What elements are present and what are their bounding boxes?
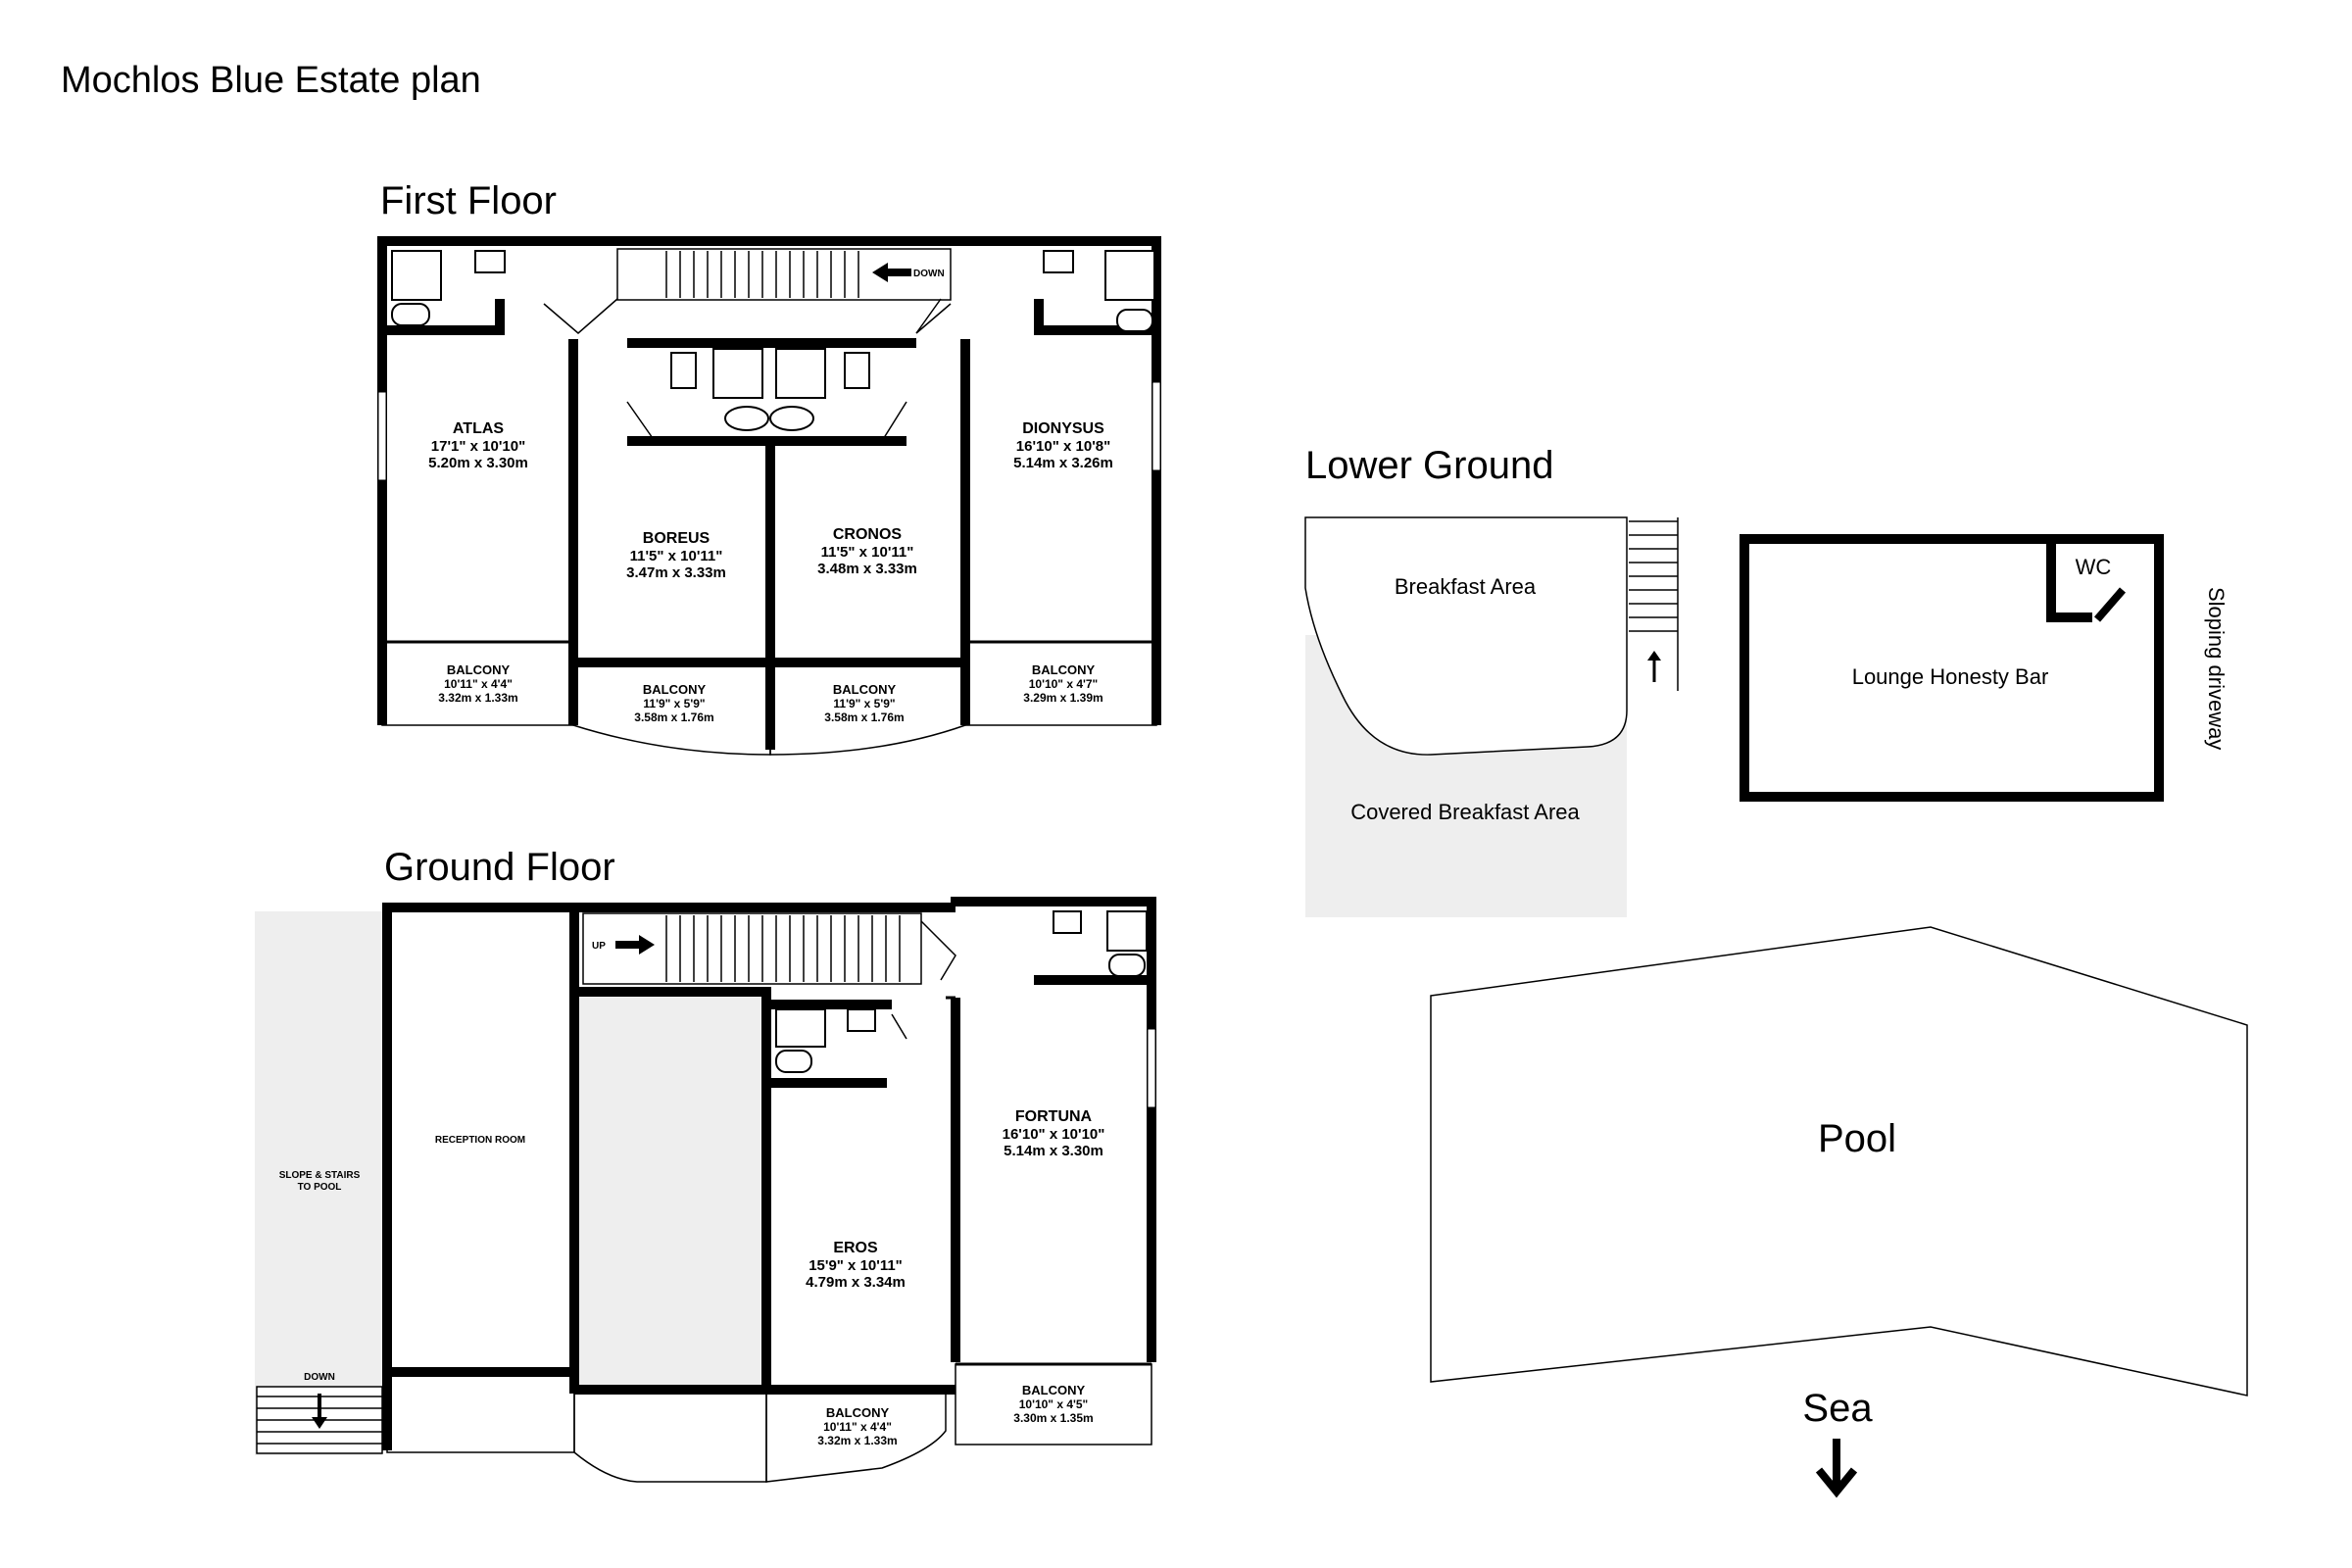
fortuna-balcony-outline xyxy=(955,1363,1152,1446)
atlas-bath-wall xyxy=(382,299,505,335)
sea-arrow-icon xyxy=(1815,1467,1858,1498)
pool-label: Pool xyxy=(1818,1117,1896,1160)
first-floor-bath-fixtures xyxy=(391,250,1155,431)
balcony-imperial-cronos: 11'9" x 5'9" xyxy=(833,697,895,710)
boreus-balcony-outline xyxy=(572,662,771,756)
wc-wall xyxy=(2046,539,2092,622)
lounge-outline xyxy=(1740,534,2164,802)
breakfast-area-label: Breakfast Area xyxy=(1395,574,1537,599)
first-floor-stairs: DOWN xyxy=(616,248,952,301)
down-arrow-icon xyxy=(872,263,888,282)
balcony-imperial-eros: 10'11" x 4'4" xyxy=(823,1420,892,1434)
cronos-door xyxy=(881,401,907,442)
sea-label: Sea xyxy=(1802,1387,1873,1430)
reception-balcony-outline xyxy=(386,1371,575,1453)
balcony-imperial-boreus: 11'9" x 5'9" xyxy=(643,697,705,710)
first-floor-stairs-label: DOWN xyxy=(913,269,945,279)
up-arrow-icon xyxy=(1647,651,1661,661)
room-imperial-eros: 15'9" x 10'11" xyxy=(808,1257,903,1274)
balcony-name-eros: BALCONY xyxy=(826,1405,890,1420)
stair-door xyxy=(920,920,956,981)
lower-ground-plan: Lower Ground Breakfast Area Covered Brea… xyxy=(1304,444,2229,917)
ground-floor-stairs: UP xyxy=(582,912,922,985)
slope-label-1: SLOPE & STAIRS xyxy=(279,1170,361,1181)
room-metric-cronos: 3.48m x 3.33m xyxy=(817,561,917,577)
balcony-metric-boreus: 3.58m x 1.76m xyxy=(634,710,713,724)
slope-stairs-label: DOWN xyxy=(304,1372,335,1383)
shaded-area xyxy=(574,992,766,1394)
wc-label: WC xyxy=(2076,555,2112,579)
landing-door-2 xyxy=(915,298,952,334)
boreus-door xyxy=(626,401,656,442)
lounge-label: Lounge Honesty Bar xyxy=(1852,664,2049,689)
room-metric-boreus: 3.47m x 3.33m xyxy=(626,564,726,581)
slope-label-2: TO POOL xyxy=(298,1182,342,1193)
eros-door xyxy=(891,1013,907,1040)
room-imperial-boreus: 11'5" x 10'11" xyxy=(630,548,723,564)
shaded-balcony-outline xyxy=(573,1390,767,1483)
first-floor-heading: First Floor xyxy=(380,179,557,222)
pool-outline xyxy=(1430,926,2248,1396)
breakfast-area-outline xyxy=(1304,516,1628,756)
room-imperial-atlas: 17'1" x 10'10" xyxy=(431,438,525,455)
room-imperial-fortuna: 16'10" x 10'10" xyxy=(1003,1126,1105,1143)
first-floor-plan: First Floor DOWN xyxy=(377,179,1161,756)
room-metric-dionysus: 5.14m x 3.26m xyxy=(1013,455,1113,471)
room-imperial-dionysus: 16'10" x 10'8" xyxy=(1016,438,1110,455)
balcony-name-fortuna: BALCONY xyxy=(1022,1383,1086,1397)
balcony-imperial-atlas: 10'11" x 4'4" xyxy=(444,677,513,691)
room-name-boreus: BOREUS xyxy=(643,530,710,547)
balcony-name-dionysus: BALCONY xyxy=(1032,662,1096,677)
ground-floor-plan: Ground Floor SLOPE & STAIRS TO POOL DOWN xyxy=(255,846,1156,1483)
driveway-label: Sloping driveway xyxy=(2204,587,2229,750)
balcony-name-boreus: BALCONY xyxy=(643,682,707,697)
room-name-cronos: CRONOS xyxy=(833,526,903,543)
covered-breakfast-label: Covered Breakfast Area xyxy=(1350,800,1580,824)
eros-balcony-outline xyxy=(765,1390,947,1483)
balcony-metric-dionysus: 3.29m x 1.39m xyxy=(1023,691,1102,705)
lower-ground-heading: Lower Ground xyxy=(1305,444,1553,487)
room-metric-fortuna: 5.14m x 3.30m xyxy=(1004,1143,1103,1159)
ground-floor-heading: Ground Floor xyxy=(384,846,615,889)
room-name-dionysus: DIONYSUS xyxy=(1022,420,1104,437)
ground-floor-bath-fixtures xyxy=(775,910,1148,1073)
balcony-name-cronos: BALCONY xyxy=(833,682,897,697)
balcony-imperial-fortuna: 10'10" x 4'5" xyxy=(1019,1397,1088,1411)
ground-floor-stairs-label: UP xyxy=(592,941,606,952)
reception-room-label: RECEPTION ROOM xyxy=(435,1135,525,1146)
ground-right-wall xyxy=(951,897,1156,1362)
dionysus-bath-wall xyxy=(1034,299,1156,335)
balcony-name-atlas: BALCONY xyxy=(447,662,511,677)
lower-ground-stairs xyxy=(1629,517,1679,691)
cronos-balcony-outline xyxy=(769,662,966,756)
up-arrow-icon xyxy=(639,935,655,955)
balcony-imperial-dionysus: 10'10" x 4'7" xyxy=(1029,677,1098,691)
balcony-metric-eros: 3.32m x 1.33m xyxy=(817,1434,897,1447)
balcony-metric-cronos: 3.58m x 1.76m xyxy=(824,710,904,724)
slope-strip xyxy=(255,911,382,1455)
balcony-metric-atlas: 3.32m x 1.33m xyxy=(438,691,517,705)
room-name-atlas: ATLAS xyxy=(453,420,504,437)
page-title: Mochlos Blue Estate plan xyxy=(61,60,481,101)
landing-door xyxy=(543,298,618,334)
balcony-metric-fortuna: 3.30m x 1.35m xyxy=(1013,1411,1093,1425)
down-arrow-icon xyxy=(312,1417,327,1429)
room-metric-eros: 4.79m x 3.34m xyxy=(806,1274,906,1291)
room-name-eros: EROS xyxy=(833,1240,878,1256)
room-name-fortuna: FORTUNA xyxy=(1015,1108,1093,1125)
pool-plan: Pool Sea xyxy=(1430,926,2248,1498)
room-metric-atlas: 5.20m x 3.30m xyxy=(428,455,528,471)
ground-left-wall xyxy=(382,903,579,1450)
shaded-wall xyxy=(574,987,771,1394)
room-imperial-cronos: 11'5" x 10'11" xyxy=(821,544,914,561)
